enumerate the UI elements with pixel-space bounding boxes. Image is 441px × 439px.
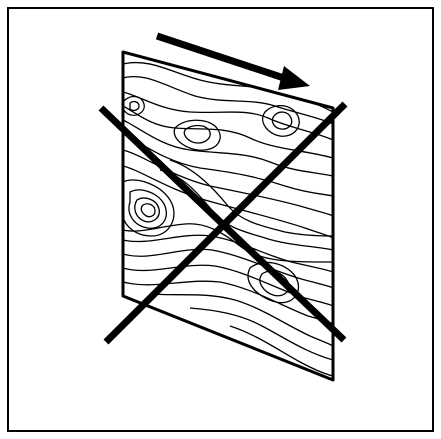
diagram-canvas — [0, 0, 441, 439]
figure-frame — [0, 0, 441, 439]
